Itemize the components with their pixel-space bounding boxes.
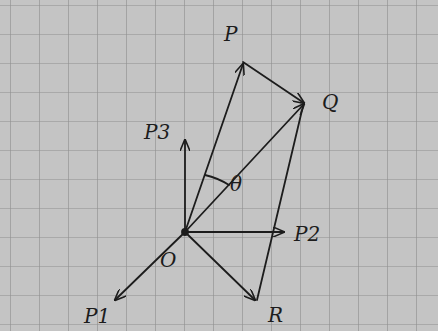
- vectors: [115, 62, 304, 300]
- vector-label: θ: [230, 174, 242, 194]
- vector-label: Q: [322, 92, 338, 112]
- vector-label: P2: [294, 224, 320, 244]
- vector-label: O: [160, 250, 176, 270]
- vector-label: P: [224, 24, 237, 44]
- vector-label: R: [268, 305, 283, 325]
- vector-label: P3: [144, 122, 170, 142]
- vector-label: P1: [84, 306, 110, 326]
